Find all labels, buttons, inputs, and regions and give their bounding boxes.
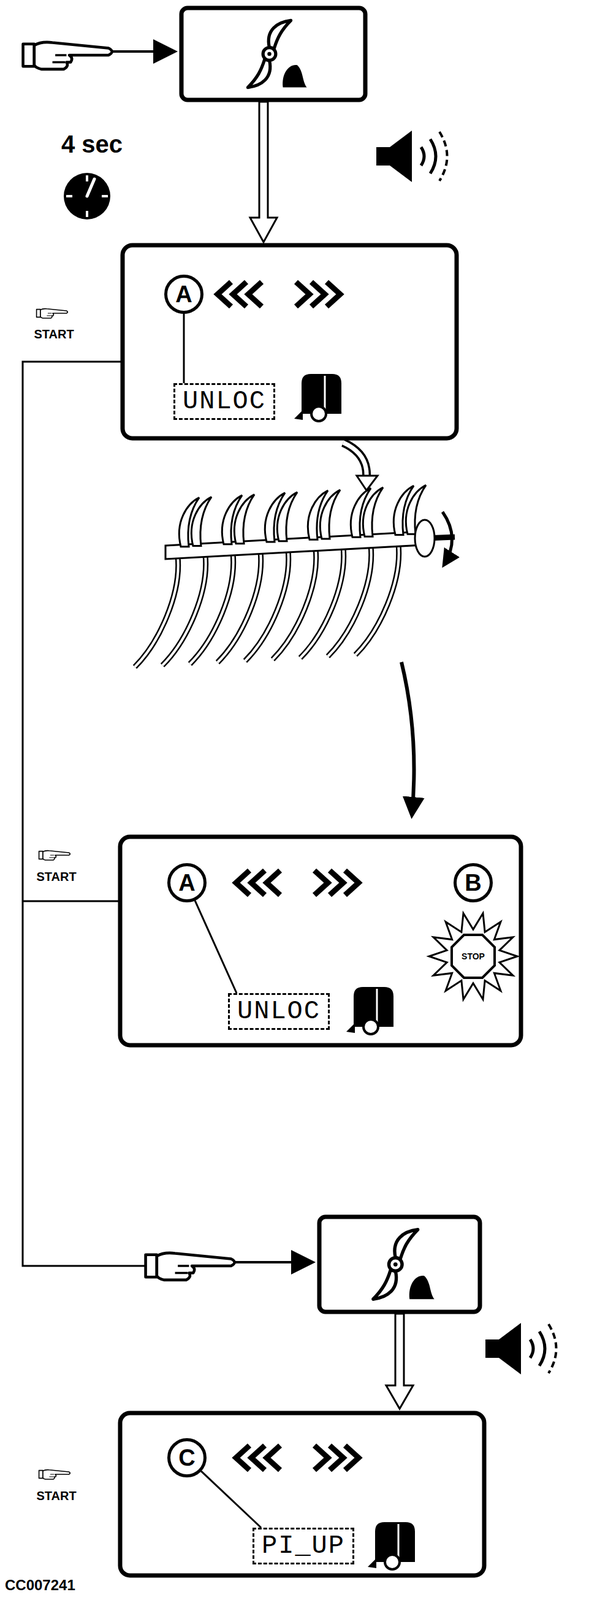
rotor-knife xyxy=(319,489,341,539)
cutter-icon xyxy=(373,1229,435,1299)
pickup-tine xyxy=(245,550,289,661)
cutter-button xyxy=(181,7,366,100)
rotor-knife xyxy=(362,487,384,537)
stop-octagon xyxy=(451,934,495,978)
start-label: START xyxy=(36,869,77,884)
cutter-button xyxy=(319,1216,480,1312)
curved-arrow xyxy=(343,442,367,477)
start-hand xyxy=(39,850,71,860)
pickup-tine xyxy=(217,552,262,663)
leader-line xyxy=(194,900,237,993)
pickup-tine xyxy=(327,546,372,657)
display-message: UNLOC xyxy=(173,383,276,420)
pickup-tine xyxy=(355,544,399,655)
rotor-knife xyxy=(277,492,298,542)
node-text: UNLOC xyxy=(237,997,321,1026)
pickup-tine xyxy=(272,549,317,660)
callout-letter: C xyxy=(167,1437,207,1478)
pickup-tine xyxy=(134,556,179,667)
rotor-knife xyxy=(234,494,255,544)
stop-sign: STOP xyxy=(449,932,497,980)
time-label: 4 sec xyxy=(61,130,123,159)
leader-line xyxy=(201,1470,262,1528)
display-message: UNLOC xyxy=(228,992,330,1030)
pickup-tine xyxy=(190,553,234,664)
result-arrow xyxy=(401,661,415,816)
node-text: B xyxy=(464,870,482,895)
display-screen xyxy=(120,836,521,1045)
figure-code: CC007241 xyxy=(4,1576,76,1594)
chevron-arrows xyxy=(235,870,359,895)
pickup-tine xyxy=(217,552,262,663)
clock-ticks xyxy=(66,175,108,217)
callout-letter: A xyxy=(167,862,207,903)
leader-line xyxy=(183,313,186,384)
display-screen xyxy=(122,245,457,439)
node-text: PI_UP xyxy=(261,1531,346,1560)
pickup-tine xyxy=(162,554,206,665)
rotor-end-disc xyxy=(414,519,435,557)
beep-icon xyxy=(485,1322,557,1375)
pointing-hand xyxy=(23,42,113,70)
curved-arrow xyxy=(356,475,378,491)
node-text: C xyxy=(178,1445,195,1470)
rotation-arrow xyxy=(442,511,453,566)
pickup-tine xyxy=(162,554,206,665)
pickup-tine xyxy=(327,546,372,657)
curved-arrow xyxy=(343,442,367,477)
flow-arrow xyxy=(250,101,278,243)
warning-starburst xyxy=(429,913,518,1000)
rotor-drum xyxy=(165,531,423,559)
pickup-tine xyxy=(134,556,179,667)
rotor-knife xyxy=(191,497,212,547)
display-screen xyxy=(120,1412,485,1576)
flow-arrow xyxy=(386,1313,414,1409)
pickup-tine xyxy=(245,550,289,661)
callout-letter: B xyxy=(453,862,493,903)
pickup-tine xyxy=(355,544,399,655)
baler-icon xyxy=(346,986,394,1034)
node-text: A xyxy=(175,282,192,306)
pickup-tine xyxy=(272,549,317,660)
cutter-icon xyxy=(247,20,307,88)
press-arrow xyxy=(111,50,176,53)
chevron-arrows xyxy=(217,281,341,307)
clock-icon xyxy=(63,172,111,220)
pickup-tine xyxy=(300,547,344,658)
start-label: START xyxy=(34,327,75,342)
beep-icon xyxy=(376,130,448,183)
bracket-line xyxy=(22,361,146,1266)
clock-hand xyxy=(87,178,95,197)
node-text: UNLOC xyxy=(182,387,266,416)
pickup-tine xyxy=(300,547,344,658)
pointing-hand xyxy=(145,1252,235,1280)
rotor-illustration xyxy=(134,484,455,667)
baler-icon xyxy=(294,373,342,422)
display-message: PI_UP xyxy=(252,1527,355,1565)
press-arrow xyxy=(234,1260,314,1264)
baler-icon xyxy=(367,1521,415,1570)
start-hand xyxy=(36,308,69,319)
chevron-arrows xyxy=(235,1445,359,1470)
node-text: STOP xyxy=(461,951,485,962)
start-label: START xyxy=(36,1488,77,1503)
pickup-tine xyxy=(190,553,234,664)
start-hand xyxy=(39,1469,71,1479)
callout-letter: A xyxy=(164,274,204,314)
node-text: A xyxy=(178,870,195,895)
